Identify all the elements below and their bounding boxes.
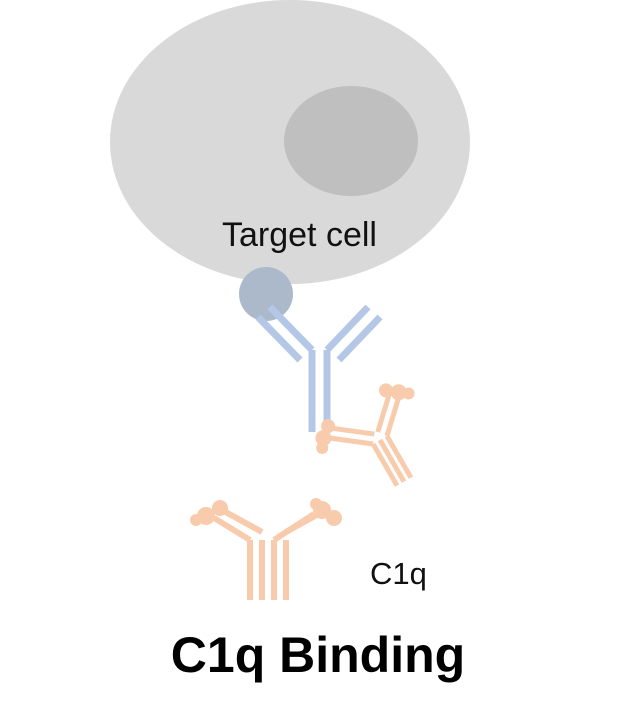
antibody-icon <box>255 304 383 432</box>
target-cell-nucleus <box>284 86 418 196</box>
diagram-title: C1q Binding <box>170 627 466 683</box>
c1q-free-icon <box>190 498 342 600</box>
antigen-icon <box>239 267 293 321</box>
c1q-label: C1q <box>370 556 427 591</box>
c1q-bound-icon <box>315 383 415 487</box>
target-cell-label: Target cell <box>222 216 377 254</box>
